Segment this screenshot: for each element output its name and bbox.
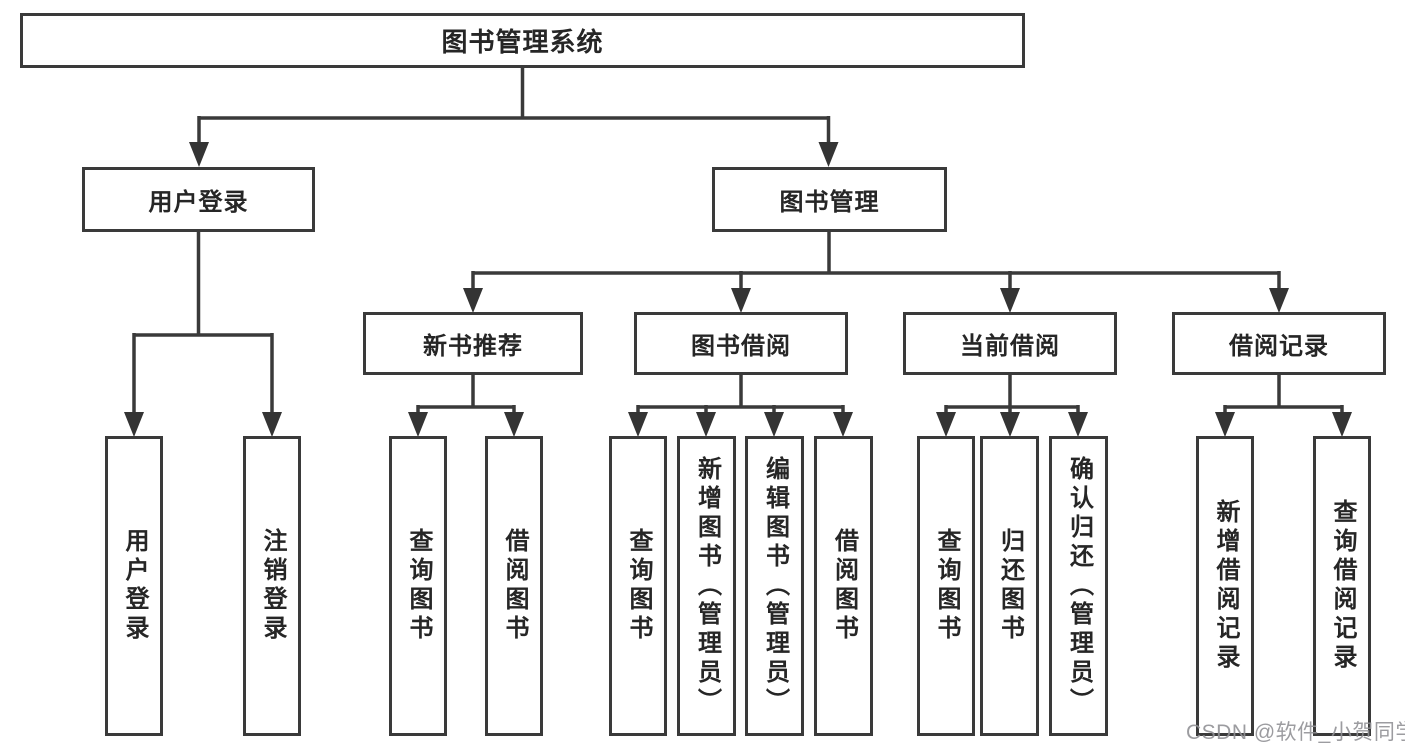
node-current-borrowing-label: 当前借阅: [960, 333, 1060, 360]
leaf-confirm-return-admin-label: 确认归还（管理员）: [1065, 455, 1093, 717]
leaf-query-borrow-record: 查询借阅记录: [1313, 436, 1371, 736]
arrowheads: [124, 142, 1352, 437]
node-borrowing-records: 借阅记录: [1172, 312, 1386, 375]
node-borrowing-records-label: 借阅记录: [1229, 333, 1329, 360]
leaf-query-books-recommend-label: 查询图书: [405, 528, 432, 644]
node-root: 图书管理系统: [20, 13, 1025, 68]
leaf-return-books: 归还图书: [980, 436, 1039, 736]
connector-user-login-to-leaves: [132, 232, 274, 414]
leaf-query-books-recommend: 查询图书: [389, 436, 447, 736]
node-book-management: 图书管理: [712, 167, 947, 232]
leaf-user-login: 用户登录: [105, 436, 163, 736]
leaf-borrow-books-recommend: 借阅图书: [485, 436, 543, 736]
connector-current-borrow-to-leaves: [944, 375, 1080, 414]
leaf-edit-books-admin: 编辑图书（管理员）: [745, 436, 804, 736]
node-new-book-recommend-label: 新书推荐: [423, 333, 523, 360]
node-book-borrowing-label: 图书借阅: [691, 333, 791, 360]
leaf-add-books-admin-label: 新增图书（管理员）: [693, 455, 721, 717]
leaf-confirm-return-admin: 确认归还（管理员）: [1049, 436, 1108, 736]
leaf-user-login-label: 用户登录: [121, 528, 148, 644]
leaf-borrow-books-label: 借阅图书: [830, 528, 858, 644]
leaf-borrow-books-recommend-label: 借阅图书: [501, 528, 528, 644]
leaf-query-books-borrow-label: 查询图书: [625, 528, 652, 644]
leaf-query-books-current-label: 查询图书: [933, 528, 960, 644]
connector-records-to-leaves: [1223, 375, 1344, 414]
node-user-login-label: 用户登录: [148, 189, 249, 216]
node-book-management-label: 图书管理: [779, 189, 880, 216]
csdn-watermark: CSDN @软件_小贺同学: [1186, 721, 1405, 744]
node-new-book-recommend: 新书推荐: [363, 312, 583, 375]
leaf-add-borrow-record: 新增借阅记录: [1196, 436, 1254, 736]
leaf-logout: 注销登录: [243, 436, 301, 736]
leaf-borrow-books: 借阅图书: [814, 436, 873, 736]
node-user-login: 用户登录: [82, 167, 315, 232]
leaf-add-books-admin: 新增图书（管理员）: [677, 436, 736, 736]
leaf-logout-label: 注销登录: [259, 528, 286, 644]
leaf-query-books-current: 查询图书: [917, 436, 975, 736]
leaf-add-borrow-record-label: 新增借阅记录: [1212, 499, 1239, 673]
connector-new-book-to-leaves: [416, 375, 516, 414]
leaf-return-books-label: 归还图书: [996, 528, 1024, 644]
node-current-borrowing: 当前借阅: [903, 312, 1117, 375]
connector-book-borrow-to-leaves: [636, 375, 845, 414]
connector-root-to-level2: [197, 68, 831, 144]
leaf-edit-books-admin-label: 编辑图书（管理员）: [761, 455, 789, 717]
node-book-borrowing: 图书借阅: [634, 312, 848, 375]
node-root-label: 图书管理系统: [441, 27, 604, 57]
leaf-query-books-borrow: 查询图书: [609, 436, 667, 736]
leaf-query-borrow-record-label: 查询借阅记录: [1329, 499, 1356, 673]
connector-book-mgmt-to-sections: [471, 232, 1281, 290]
